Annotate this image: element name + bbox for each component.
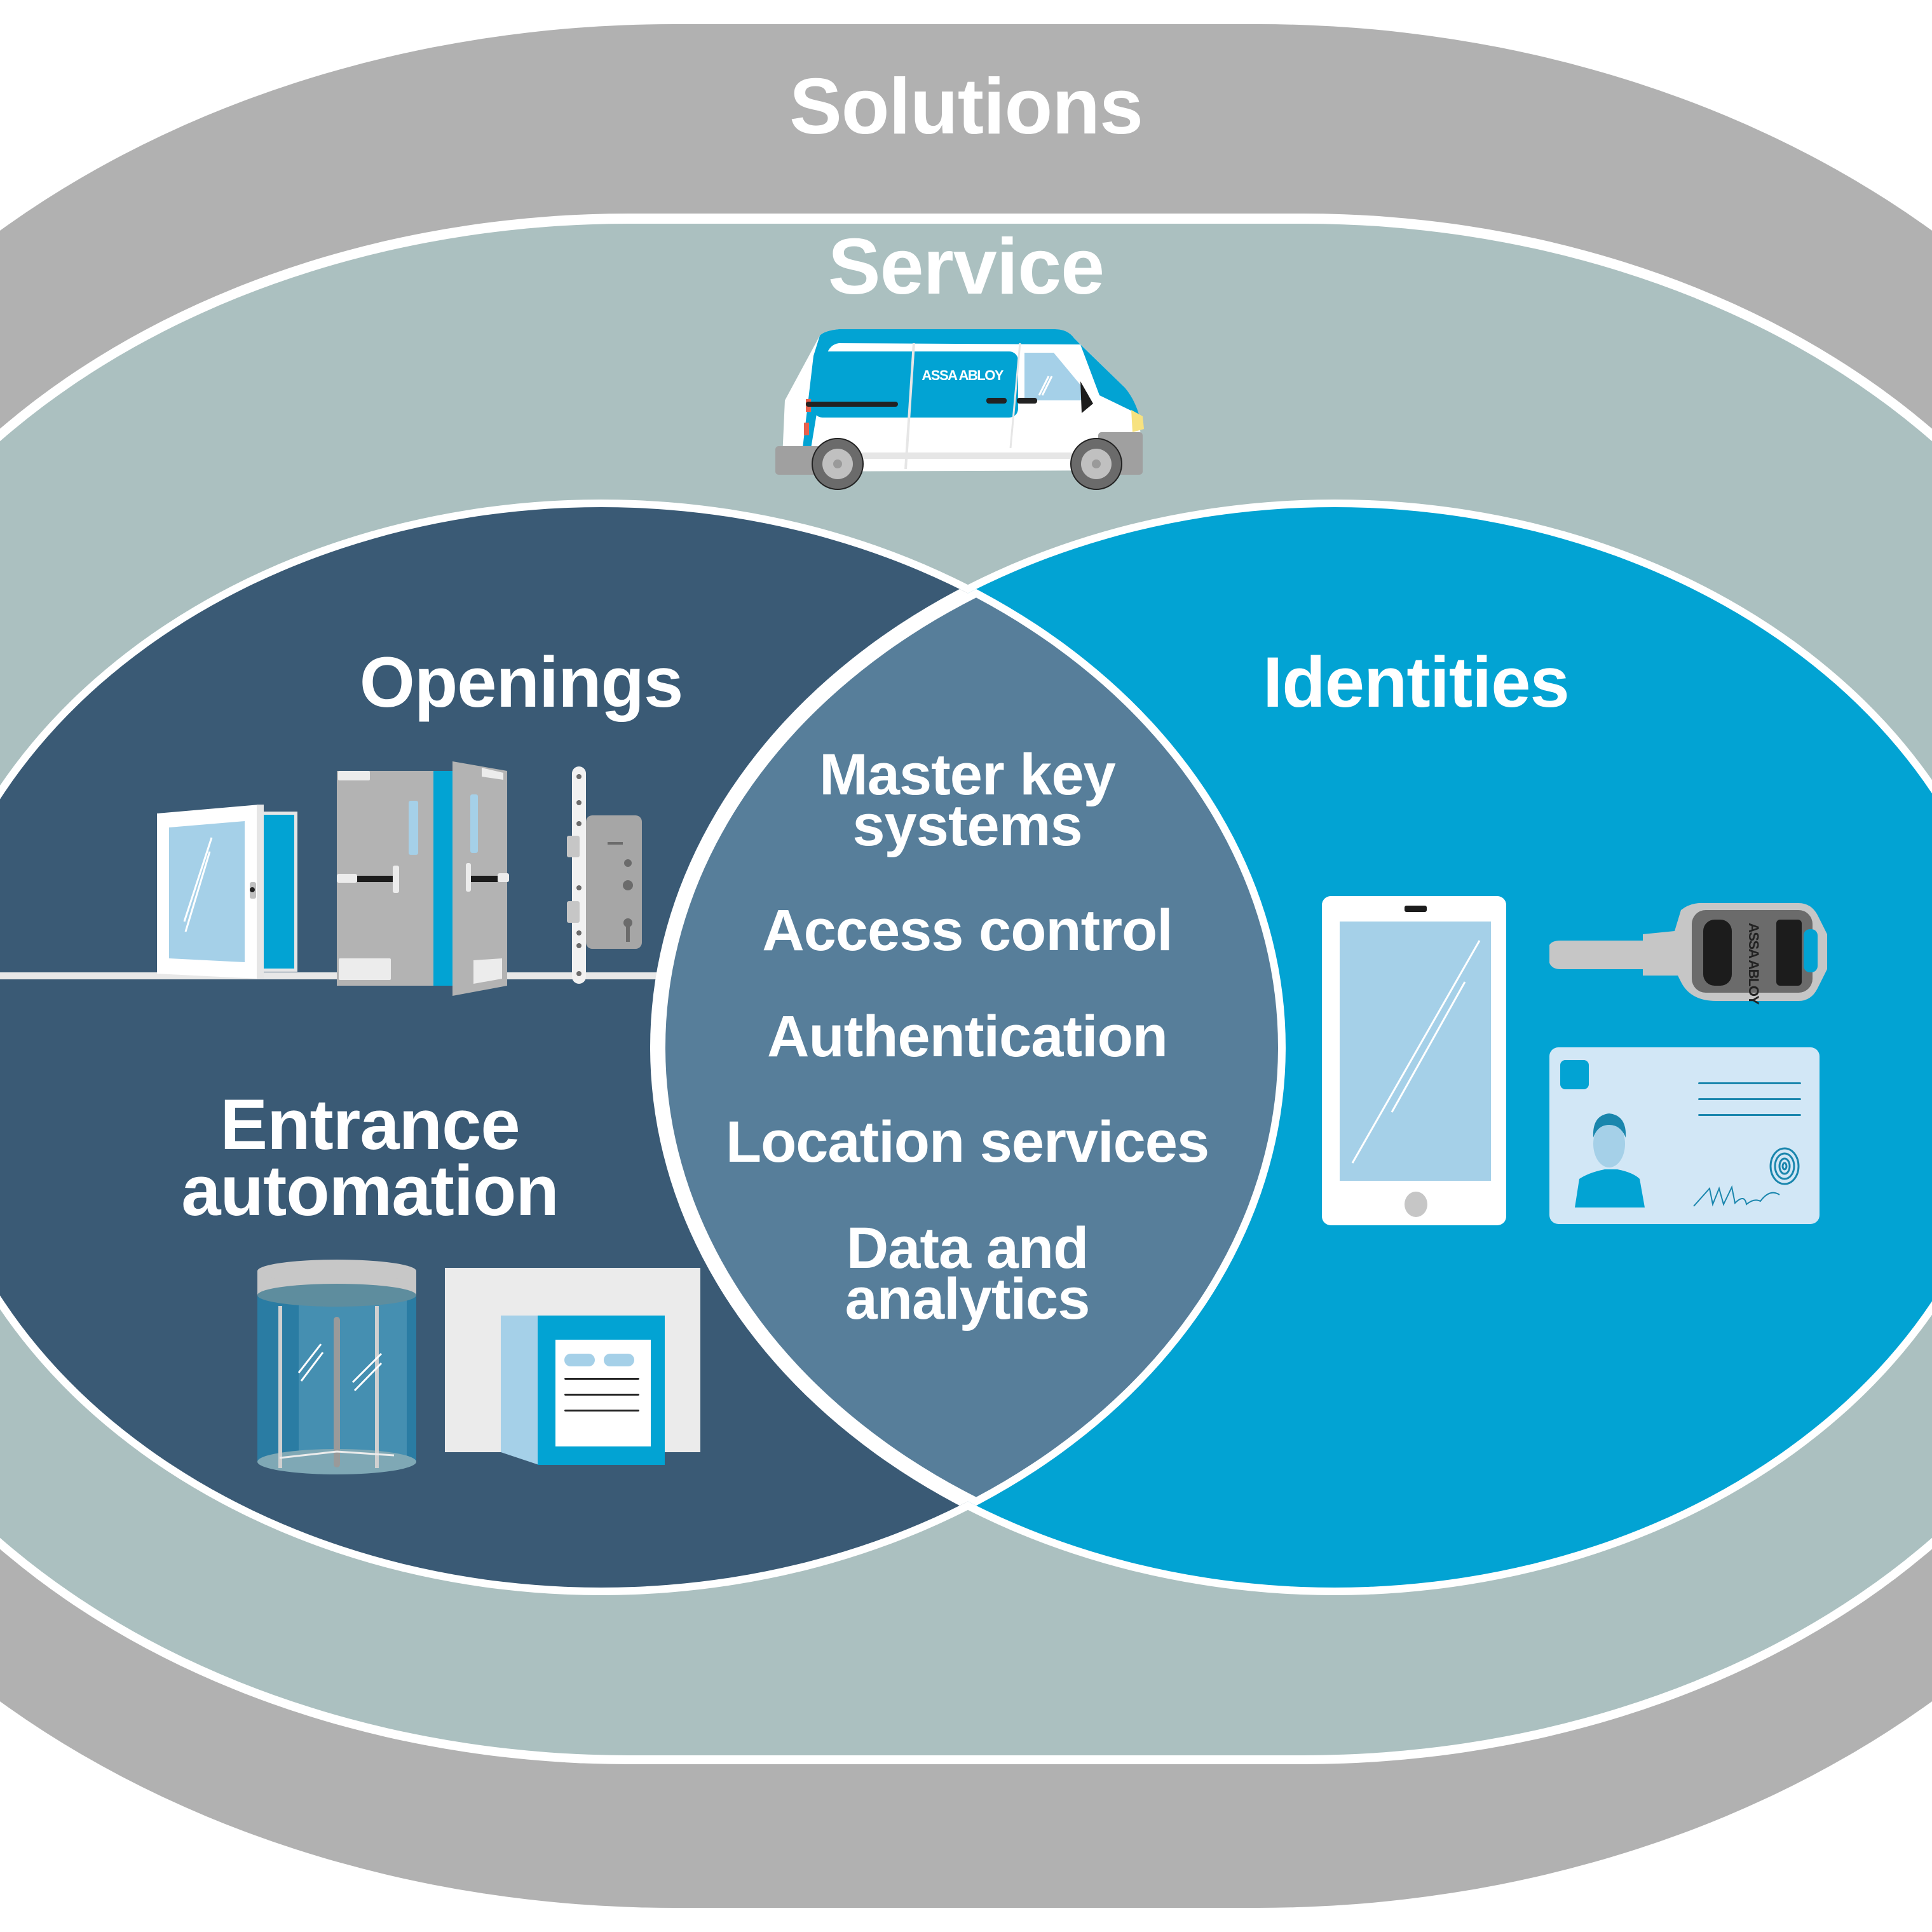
entrance-label-line2: automation (181, 1151, 559, 1230)
entrance-label-line1: Entrance (220, 1085, 519, 1164)
identities-label: Identities (1263, 643, 1569, 722)
lens-item-authentication: Authentication (767, 1004, 1167, 1069)
fingerprint-icon (1769, 1147, 1800, 1185)
service-label: Service (828, 223, 1104, 311)
id-photo-icon (1575, 1113, 1645, 1208)
smartphone-illustration (1322, 896, 1506, 1225)
solutions-label: Solutions (789, 63, 1143, 151)
lens-item-master-key-line1: Master key (819, 742, 1115, 807)
openings-label: Openings (360, 643, 683, 722)
lens-item-master-key-line2: systems (852, 793, 1082, 858)
signature-icon (1693, 1185, 1780, 1207)
automatic-door-illustration (445, 1268, 700, 1465)
double-doors-illustration (337, 761, 509, 996)
mortise-lock-illustration (567, 766, 642, 984)
id-card-illustration (1549, 1047, 1820, 1224)
intersection-list: Master key systems Access control Authen… (726, 742, 1209, 1331)
lens-item-access-control: Access control (762, 898, 1173, 963)
key-brand-text: ASSA ABLOY (1746, 923, 1762, 1005)
window-illustration (157, 805, 297, 979)
van-front-wheel-icon (1070, 438, 1122, 490)
van-rear-wheel-icon (812, 438, 864, 490)
revolving-door-illustration (257, 1260, 416, 1474)
lens-item-data-analytics-line1: Data and (847, 1216, 1089, 1281)
van-brand-text: ASSA ABLOY (922, 367, 1003, 383)
lens-item-data-analytics-line2: analytics (845, 1267, 1090, 1331)
key-illustration: ASSA ABLOY (1549, 902, 1827, 1005)
lens-item-location-services: Location services (726, 1110, 1209, 1174)
service-van-illustration: ASSA ABLOY (775, 329, 1144, 490)
intersection-lens (665, 515, 1278, 1580)
